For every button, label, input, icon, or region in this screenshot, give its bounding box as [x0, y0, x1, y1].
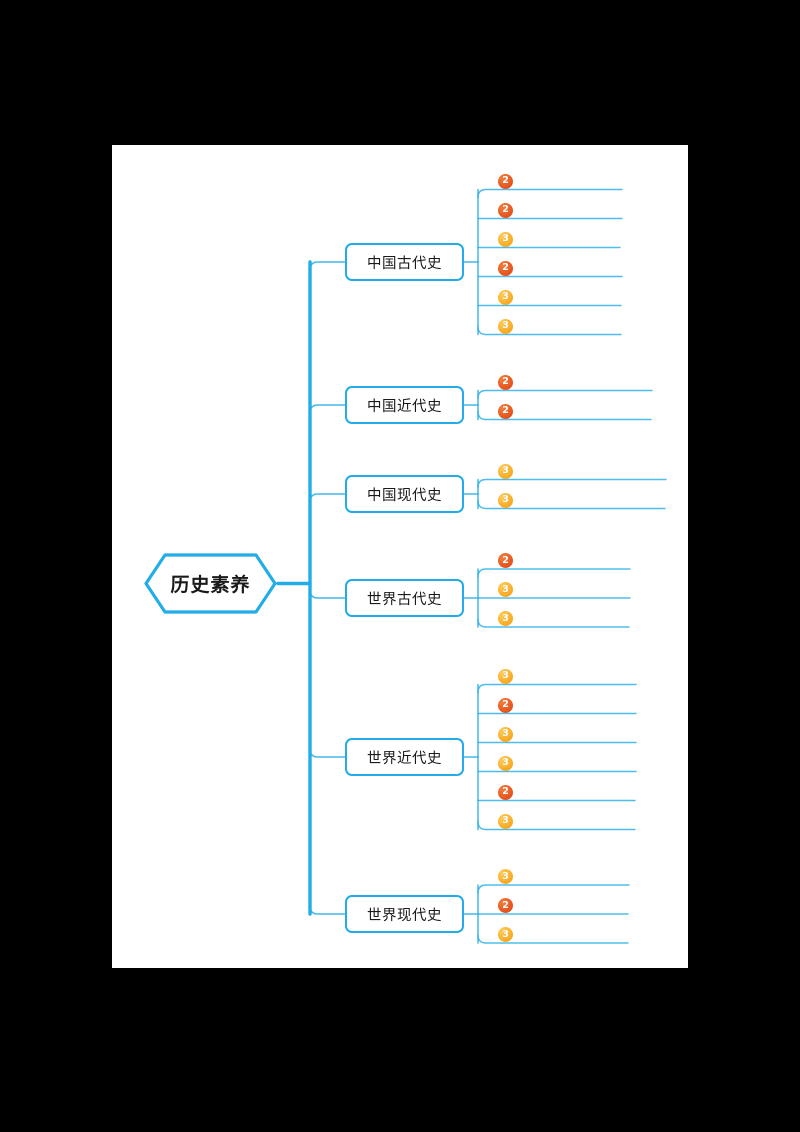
mindmap-connectors: [276, 188, 667, 944]
